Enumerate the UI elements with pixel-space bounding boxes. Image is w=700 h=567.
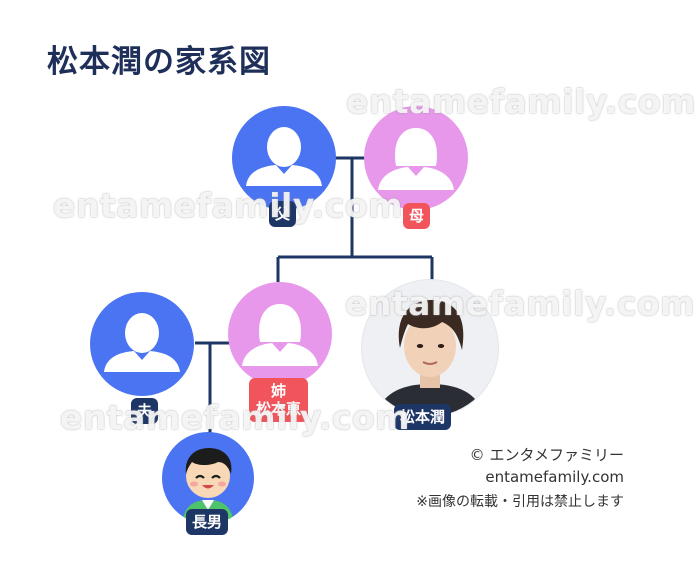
mother-label: 母 — [403, 203, 431, 229]
page-title: 松本潤の家系図 — [47, 44, 271, 80]
jun-label: 松本潤 — [394, 404, 452, 430]
person-silhouette-icon — [378, 128, 454, 190]
person-silhouette-icon — [242, 304, 318, 366]
credit-line-3: ※画像の転載・引用は禁止します — [416, 494, 624, 510]
portrait-icon — [362, 280, 498, 416]
person-silhouette-icon — [104, 313, 180, 372]
jun-photo — [362, 280, 498, 416]
husband-label: 夫 — [131, 398, 159, 424]
sister-avatar — [228, 282, 332, 386]
credit-line-2: entamefamily.com — [485, 468, 624, 486]
son-avatar — [162, 432, 254, 524]
mother-avatar — [364, 106, 468, 210]
sister-label: 姉 松本恵 — [249, 378, 309, 422]
father-label: 父 — [269, 201, 297, 227]
sister-name: 松本恵 — [256, 400, 302, 418]
sister-relation: 姉 — [271, 382, 287, 400]
credit-line-1: © エンタメファミリー — [469, 446, 624, 464]
father-avatar — [232, 106, 336, 210]
son-label: 長男 — [186, 509, 229, 535]
husband-avatar — [90, 292, 194, 396]
person-silhouette-icon — [246, 127, 322, 186]
